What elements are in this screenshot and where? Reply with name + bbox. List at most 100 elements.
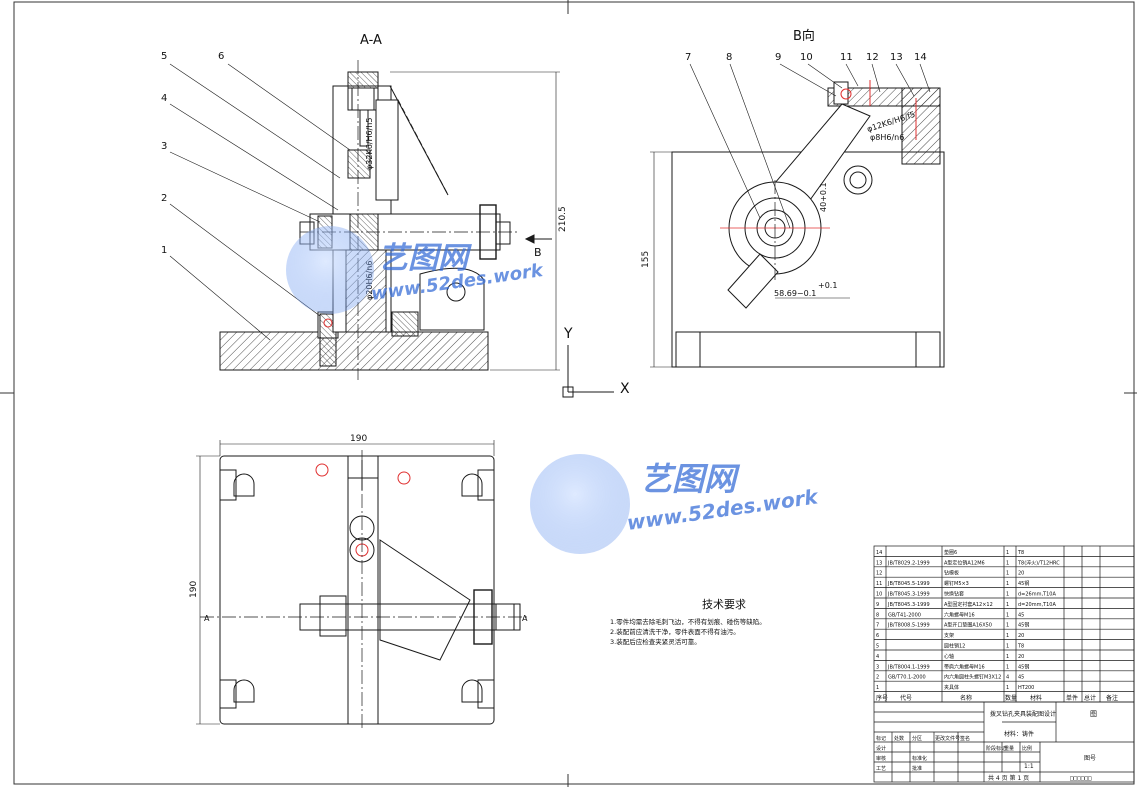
- bom-cell-mat: T8: [1017, 550, 1024, 556]
- dim-dev-3: +0.1: [818, 281, 837, 290]
- section-aa-view: A-A 210.5 φ32K6/H6/h5: [161, 33, 568, 380]
- bom-cell-no: 14: [876, 550, 882, 556]
- bom-cell-mat: d=26mm,T10A: [1018, 592, 1056, 598]
- bom-cell-name: 六角螺母M16: [944, 611, 975, 618]
- balloon-8: 8: [726, 52, 732, 63]
- watermark-2: 艺图网 www.52des.work: [530, 454, 821, 554]
- footer-code: □□□□□□: [1070, 775, 1092, 782]
- tb-role-1: 审核: [876, 755, 886, 762]
- bom-cell-mat: T8: [1017, 644, 1024, 650]
- base-plate: [219, 331, 489, 371]
- bom-cell-name: 夹具体: [944, 684, 959, 691]
- bom-cell-mat: 45钢: [1018, 622, 1029, 629]
- section-mark-left: A: [204, 614, 210, 623]
- bom-cell-name: A型固定衬套A12×12: [944, 601, 993, 608]
- balloon-10: 10: [800, 52, 813, 63]
- dim-height-b: 155: [641, 251, 651, 268]
- bom-cell-code: JB/T8029.2-1999: [887, 560, 930, 566]
- bom-cell-name: A型定位销A12M6: [944, 559, 985, 566]
- bom-cell-name: 垫圈6: [944, 549, 957, 556]
- bom-cell-name: 快换钻套: [944, 591, 964, 598]
- balloon-6: 6: [218, 51, 224, 62]
- bom-cell-mat: T8(淬火)/T12HRC: [1017, 559, 1060, 566]
- bom-cell-qty: 1: [1006, 685, 1009, 691]
- bom-cell-no: 6: [876, 633, 879, 639]
- balloon-4: 4: [161, 93, 167, 104]
- view-b-title: B向: [793, 28, 815, 44]
- bom-cell-mat: HT200: [1018, 685, 1034, 691]
- section-mark-right: A: [522, 614, 528, 623]
- bom-cell-no: 13: [876, 560, 882, 566]
- bom-header-qty: 数量: [1005, 694, 1017, 702]
- tb-label-0: 标记: [876, 735, 886, 742]
- bom-cell-no: 10: [876, 592, 882, 598]
- bom-header-note: 备注: [1106, 694, 1118, 702]
- dim-dev-2: 40+0.1: [819, 182, 828, 212]
- material-label: 材料：铸件: [1004, 730, 1034, 738]
- bom-cell-qty: 1: [1006, 612, 1009, 618]
- tech-requirements: 技术要求 1.零件均需去除毛刺飞边，不得有划痕、碰伤等缺陷。 2.装配前应清洗干…: [610, 598, 766, 646]
- drawing-code: 图号: [1084, 755, 1096, 762]
- arrow-b-label: B: [534, 246, 542, 259]
- tb-label-4: 签名: [960, 735, 970, 742]
- company-name: 图: [1090, 710, 1097, 718]
- title-block: 拨叉钻孔夹具装配图设计 图 材料：铸件 图号 1:1 共 4 页 第 1 页 □…: [873, 701, 1135, 783]
- tb-stage-2: 比例: [1022, 745, 1032, 752]
- balloon-3: 3: [161, 141, 167, 152]
- bom-cell-qty: 1: [1006, 560, 1009, 566]
- balloon-12: 12: [866, 52, 879, 63]
- dim-fit-1: φ32K6/H6/h5: [365, 118, 374, 170]
- balloon-14: 14: [914, 52, 927, 63]
- bom-cell-mat: 45: [1018, 675, 1024, 681]
- bom-cell-no: 12: [876, 571, 882, 577]
- bom-cell-name: 心轴: [944, 653, 954, 660]
- drawing-name: 拨叉钻孔夹具装配图设计: [990, 710, 1056, 718]
- bom-cell-code: JB/T8008.5-1999: [887, 623, 930, 629]
- bom-cell-no: 4: [876, 654, 879, 660]
- tech-req-line-1: 1.零件均需去除毛刺飞边，不得有划痕、碰伤等缺陷。: [610, 617, 766, 626]
- balloon-2: 2: [161, 193, 167, 204]
- bom-header-code: 代号: [900, 694, 912, 702]
- bom-cell-qty: 1: [1006, 623, 1009, 629]
- watermark-globe-icon: [286, 226, 374, 314]
- bom-cell-no: 8: [876, 612, 879, 618]
- bom-cell-mat: 20: [1018, 654, 1024, 660]
- tech-req-title: 技术要求: [702, 598, 746, 611]
- balloon-13: 13: [890, 52, 903, 63]
- bom-cell-no: 2: [876, 675, 879, 681]
- axis-x-label: X: [620, 381, 630, 397]
- bom-cell-no: 1: [876, 685, 879, 691]
- bom-cell-qty: 1: [1006, 571, 1009, 577]
- bom-cell-mat: 45: [1018, 612, 1024, 618]
- sheet-label: 共 4 页 第 1 页: [988, 774, 1029, 782]
- bom-cell-name: 圆柱销12: [944, 643, 965, 650]
- tb-stage-1: 重量: [1004, 745, 1014, 752]
- section-aa-title: A-A: [360, 33, 382, 48]
- bom-header-no: 序号: [876, 694, 888, 702]
- balloon-7: 7: [685, 52, 691, 63]
- bom-cell-qty: 1: [1006, 633, 1009, 639]
- bom-cell-no: 11: [876, 581, 882, 587]
- bom-cell-qty: 1: [1006, 654, 1009, 660]
- bom-cell-name: 支架: [944, 632, 954, 639]
- tb-label-2: 分区: [912, 735, 922, 742]
- bom-cell-code: GB/T41-2000: [888, 612, 921, 618]
- bom-cell-qty: 4: [1006, 675, 1009, 681]
- bom-cell-mat: 45钢: [1018, 663, 1029, 670]
- bom-cell-no: 3: [876, 664, 879, 670]
- watermark-brand-1: 艺图网: [378, 241, 472, 276]
- bom-cell-qty: 1: [1006, 592, 1009, 598]
- bom-cell-code: JB/T8004.1-1999: [887, 664, 930, 670]
- watermark-brand-2: 艺图网: [640, 460, 741, 498]
- dim-b-width: 58.69−0.1: [774, 289, 816, 298]
- bom-cell-name: 螺钉M5×3: [944, 580, 969, 587]
- bom-header-unit: 单件: [1066, 694, 1078, 702]
- watermark-globe-icon-2: [530, 454, 630, 554]
- dim-height-aa: 210.5: [558, 206, 568, 232]
- bom-cell-qty: 1: [1006, 550, 1009, 556]
- bom-cell-name: A型开口垫圈A16X50: [944, 622, 992, 629]
- bom-cell-no: 7: [876, 623, 879, 629]
- plan-view: 190 190 A A: [189, 434, 530, 730]
